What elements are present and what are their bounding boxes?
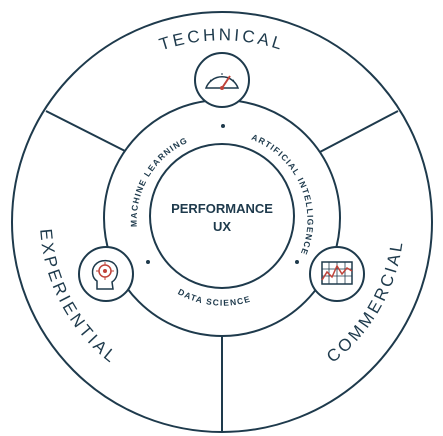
chart-grid-icon: [309, 246, 365, 302]
head-target-icon: [78, 246, 134, 302]
divider-left: [45, 110, 128, 153]
center-title-line2: UX: [213, 219, 231, 234]
ring-dot-top: [221, 124, 225, 128]
ring-dot-left: [146, 260, 150, 264]
divider-right: [317, 110, 399, 154]
inner-core: [149, 143, 295, 289]
ring-dot-right: [295, 260, 299, 264]
center-title-line1: PERFORMANCE: [171, 201, 273, 216]
gauge-icon: [194, 52, 250, 108]
segment-label-technical: TECHNICAL: [157, 25, 287, 54]
